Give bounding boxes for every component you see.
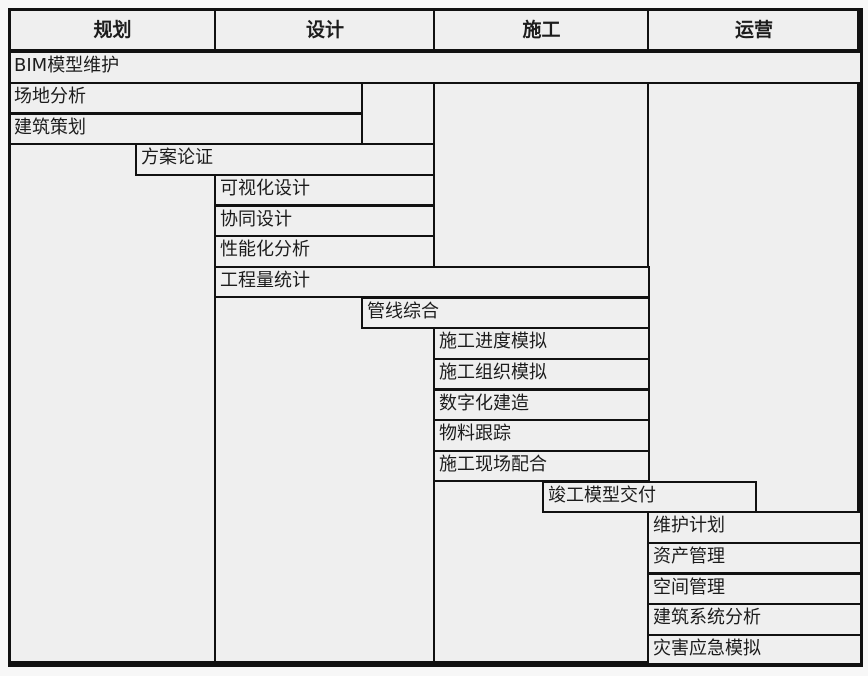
task-pipeline-integration: 管线综合	[361, 297, 650, 329]
task-digital-construction: 数字化建造	[433, 389, 650, 421]
task-site-coordination: 施工现场配合	[433, 450, 650, 482]
header-divider	[214, 8, 216, 52]
task-maintenance-plan: 维护计划	[647, 511, 862, 544]
task-completion-model-delivery: 竣工模型交付	[542, 481, 757, 513]
task-construction-schedule-simulation: 施工进度模拟	[433, 327, 650, 360]
task-scheme-demonstration: 方案论证	[135, 143, 435, 176]
empty-span-box	[361, 82, 435, 145]
task-building-system-analysis: 建筑系统分析	[647, 603, 862, 636]
task-site-analysis: 场地分析	[8, 82, 363, 114]
phase-header-operation: 运营	[649, 8, 859, 52]
task-bim-model-maintenance: BIM模型维护	[8, 51, 862, 84]
header-divider	[433, 8, 435, 52]
task-performance-analysis: 性能化分析	[214, 235, 435, 268]
task-quantity-statistics: 工程量统计	[214, 266, 650, 298]
task-disaster-emergency-simulation: 灾害应急模拟	[647, 634, 862, 665]
phase-header-construction: 施工	[435, 8, 648, 52]
task-visual-design: 可视化设计	[214, 174, 435, 206]
task-material-tracking: 物料跟踪	[433, 419, 650, 452]
header-divider	[647, 8, 649, 52]
phase-header-planning: 规划	[10, 8, 215, 52]
column-line-design	[214, 174, 216, 664]
task-collaborative-design: 协同设计	[214, 205, 435, 237]
task-space-management: 空间管理	[647, 573, 862, 605]
phase-header-design: 设计	[216, 8, 434, 52]
task-construction-organization-simulation: 施工组织模拟	[433, 358, 650, 390]
task-architectural-planning: 建筑策划	[8, 113, 363, 145]
task-asset-management: 资产管理	[647, 542, 862, 574]
